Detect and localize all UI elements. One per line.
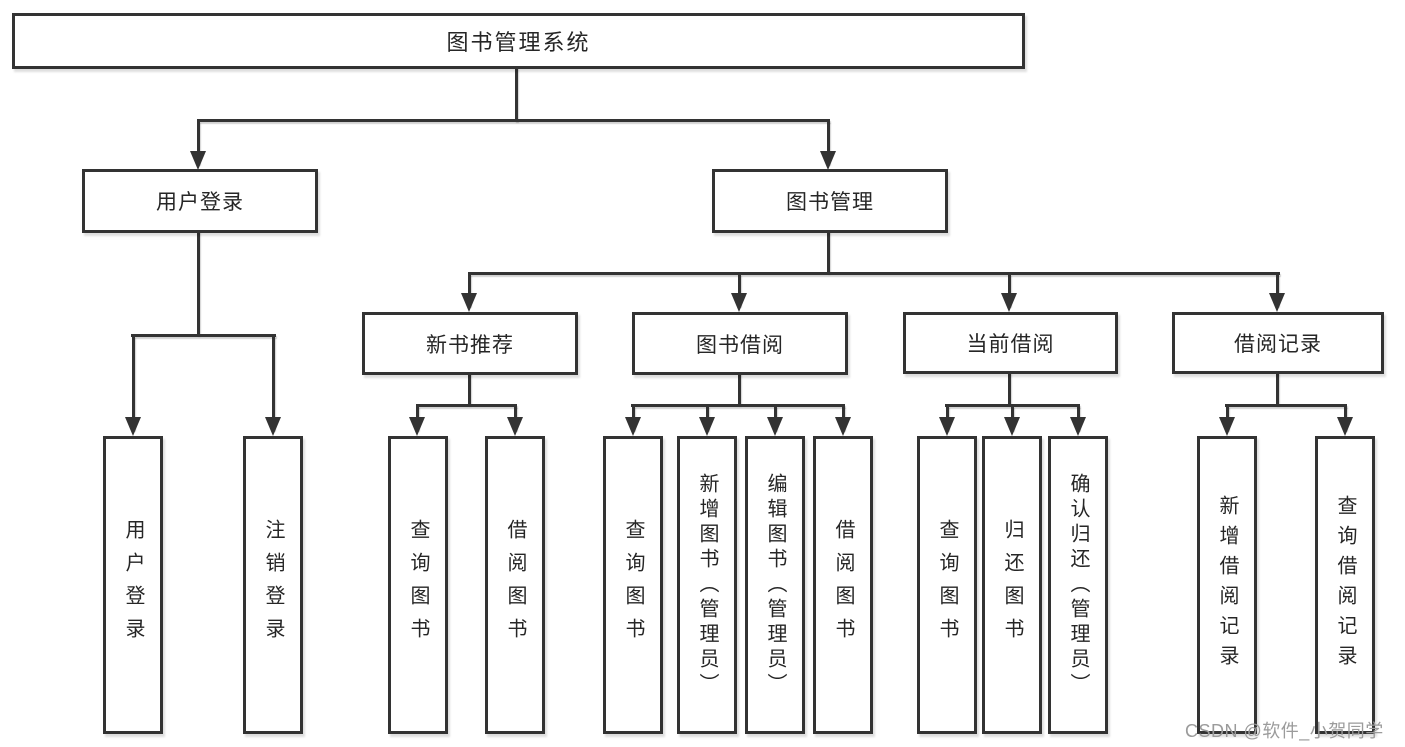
leaf-add-books-admin: 新增图书（管理员） xyxy=(677,436,737,734)
node-new-books-label: 新书推荐 xyxy=(426,333,514,357)
leaf-logout-label: 注销登录 xyxy=(262,519,284,651)
leaf-edit-books-admin: 编辑图书（管理员） xyxy=(745,436,805,734)
edge-root-stem xyxy=(515,68,518,122)
edge-user-login-stem xyxy=(197,231,200,336)
leaf-query-books-current-label: 查询图书 xyxy=(936,519,958,651)
leaf-query-books-current: 查询图书 xyxy=(917,436,977,734)
leaf-query-borrow-record: 查询借阅记录 xyxy=(1315,436,1375,734)
edge-arrow xyxy=(835,407,851,436)
edge-arrow-to-book-mgmt xyxy=(820,122,836,170)
edge-current-borrow-stem xyxy=(1008,373,1011,406)
node-root-label: 图书管理系统 xyxy=(446,30,591,55)
leaf-confirm-return-admin-label: 确认归还（管理员） xyxy=(1067,472,1089,698)
edge-book-borrow-hline xyxy=(631,404,845,407)
edge-arrow xyxy=(409,407,425,436)
edge-arrow xyxy=(939,407,955,436)
node-book-mgmt: 图书管理 xyxy=(712,169,948,233)
leaf-query-books-borrow: 查询图书 xyxy=(603,436,663,734)
edge-arrow-to-new-books xyxy=(461,275,477,312)
edge-arrow xyxy=(1219,407,1235,436)
leaf-borrow-books-borrow-label: 借阅图书 xyxy=(832,519,854,651)
edge-arrow-to-leaf-logout xyxy=(265,337,281,436)
leaf-borrow-books-recommend: 借阅图书 xyxy=(485,436,545,734)
edge-arrow-to-current-borrow xyxy=(1001,275,1017,312)
edge-arrow xyxy=(625,407,641,436)
edge-arrow xyxy=(1004,407,1020,436)
node-user-login: 用户登录 xyxy=(82,169,318,233)
leaf-add-borrow-record: 新增借阅记录 xyxy=(1197,436,1257,734)
node-borrow-records: 借阅记录 xyxy=(1172,312,1384,374)
edge-new-books-hline xyxy=(416,404,517,407)
leaf-user-login: 用户登录 xyxy=(103,436,163,734)
leaf-add-borrow-record-label: 新增借阅记录 xyxy=(1216,495,1238,675)
leaf-query-borrow-record-label: 查询借阅记录 xyxy=(1334,495,1356,675)
edge-borrow-records-stem xyxy=(1276,373,1279,406)
edge-arrow xyxy=(507,407,523,436)
edge-user-login-hline xyxy=(131,334,276,337)
node-book-borrow: 图书借阅 xyxy=(632,312,848,375)
leaf-user-login-label: 用户登录 xyxy=(122,519,144,651)
node-current-borrow: 当前借阅 xyxy=(903,312,1118,374)
edge-arrow xyxy=(1070,407,1086,436)
node-user-login-label: 用户登录 xyxy=(156,191,244,214)
leaf-edit-books-admin-label: 编辑图书（管理员） xyxy=(764,472,786,698)
node-new-books: 新书推荐 xyxy=(362,312,578,375)
leaf-return-books: 归还图书 xyxy=(982,436,1042,734)
node-current-borrow-label: 当前借阅 xyxy=(966,333,1055,356)
edge-arrow-to-user-login xyxy=(190,122,206,170)
edge-arrow xyxy=(1337,407,1353,436)
leaf-logout: 注销登录 xyxy=(243,436,303,734)
edge-arrow-to-leaf-user-login xyxy=(125,337,141,436)
node-book-borrow-label: 图书借阅 xyxy=(696,333,784,357)
leaf-confirm-return-admin: 确认归还（管理员） xyxy=(1048,436,1108,734)
leaf-query-books-recommend: 查询图书 xyxy=(388,436,448,734)
node-book-mgmt-label: 图书管理 xyxy=(786,191,874,214)
leaf-borrow-books-recommend-label: 借阅图书 xyxy=(504,519,526,651)
edge-current-borrow-hline xyxy=(945,404,1080,407)
edge-arrow-to-book-borrow xyxy=(731,275,747,312)
edge-arrow xyxy=(699,407,715,436)
edge-book-borrow-stem xyxy=(738,373,741,406)
leaf-borrow-books-borrow: 借阅图书 xyxy=(813,436,873,734)
node-borrow-records-label: 借阅记录 xyxy=(1234,333,1322,356)
watermark: CSDN @软件_小贺同学 xyxy=(1185,721,1384,741)
leaf-return-books-label: 归还图书 xyxy=(1001,519,1023,651)
edge-arrow-to-borrow-records xyxy=(1269,275,1285,312)
edge-arrow xyxy=(767,407,783,436)
edge-root-hline xyxy=(197,119,830,122)
edge-book-mgmt-hline xyxy=(468,272,1280,275)
leaf-add-books-admin-label: 新增图书（管理员） xyxy=(696,472,718,698)
leaf-query-books-recommend-label: 查询图书 xyxy=(407,519,429,651)
node-root: 图书管理系统 xyxy=(12,13,1025,69)
leaf-query-books-borrow-label: 查询图书 xyxy=(622,519,644,651)
edge-borrow-records-hline xyxy=(1225,404,1347,407)
edge-new-books-stem xyxy=(468,373,471,406)
edge-book-mgmt-stem xyxy=(827,231,830,274)
